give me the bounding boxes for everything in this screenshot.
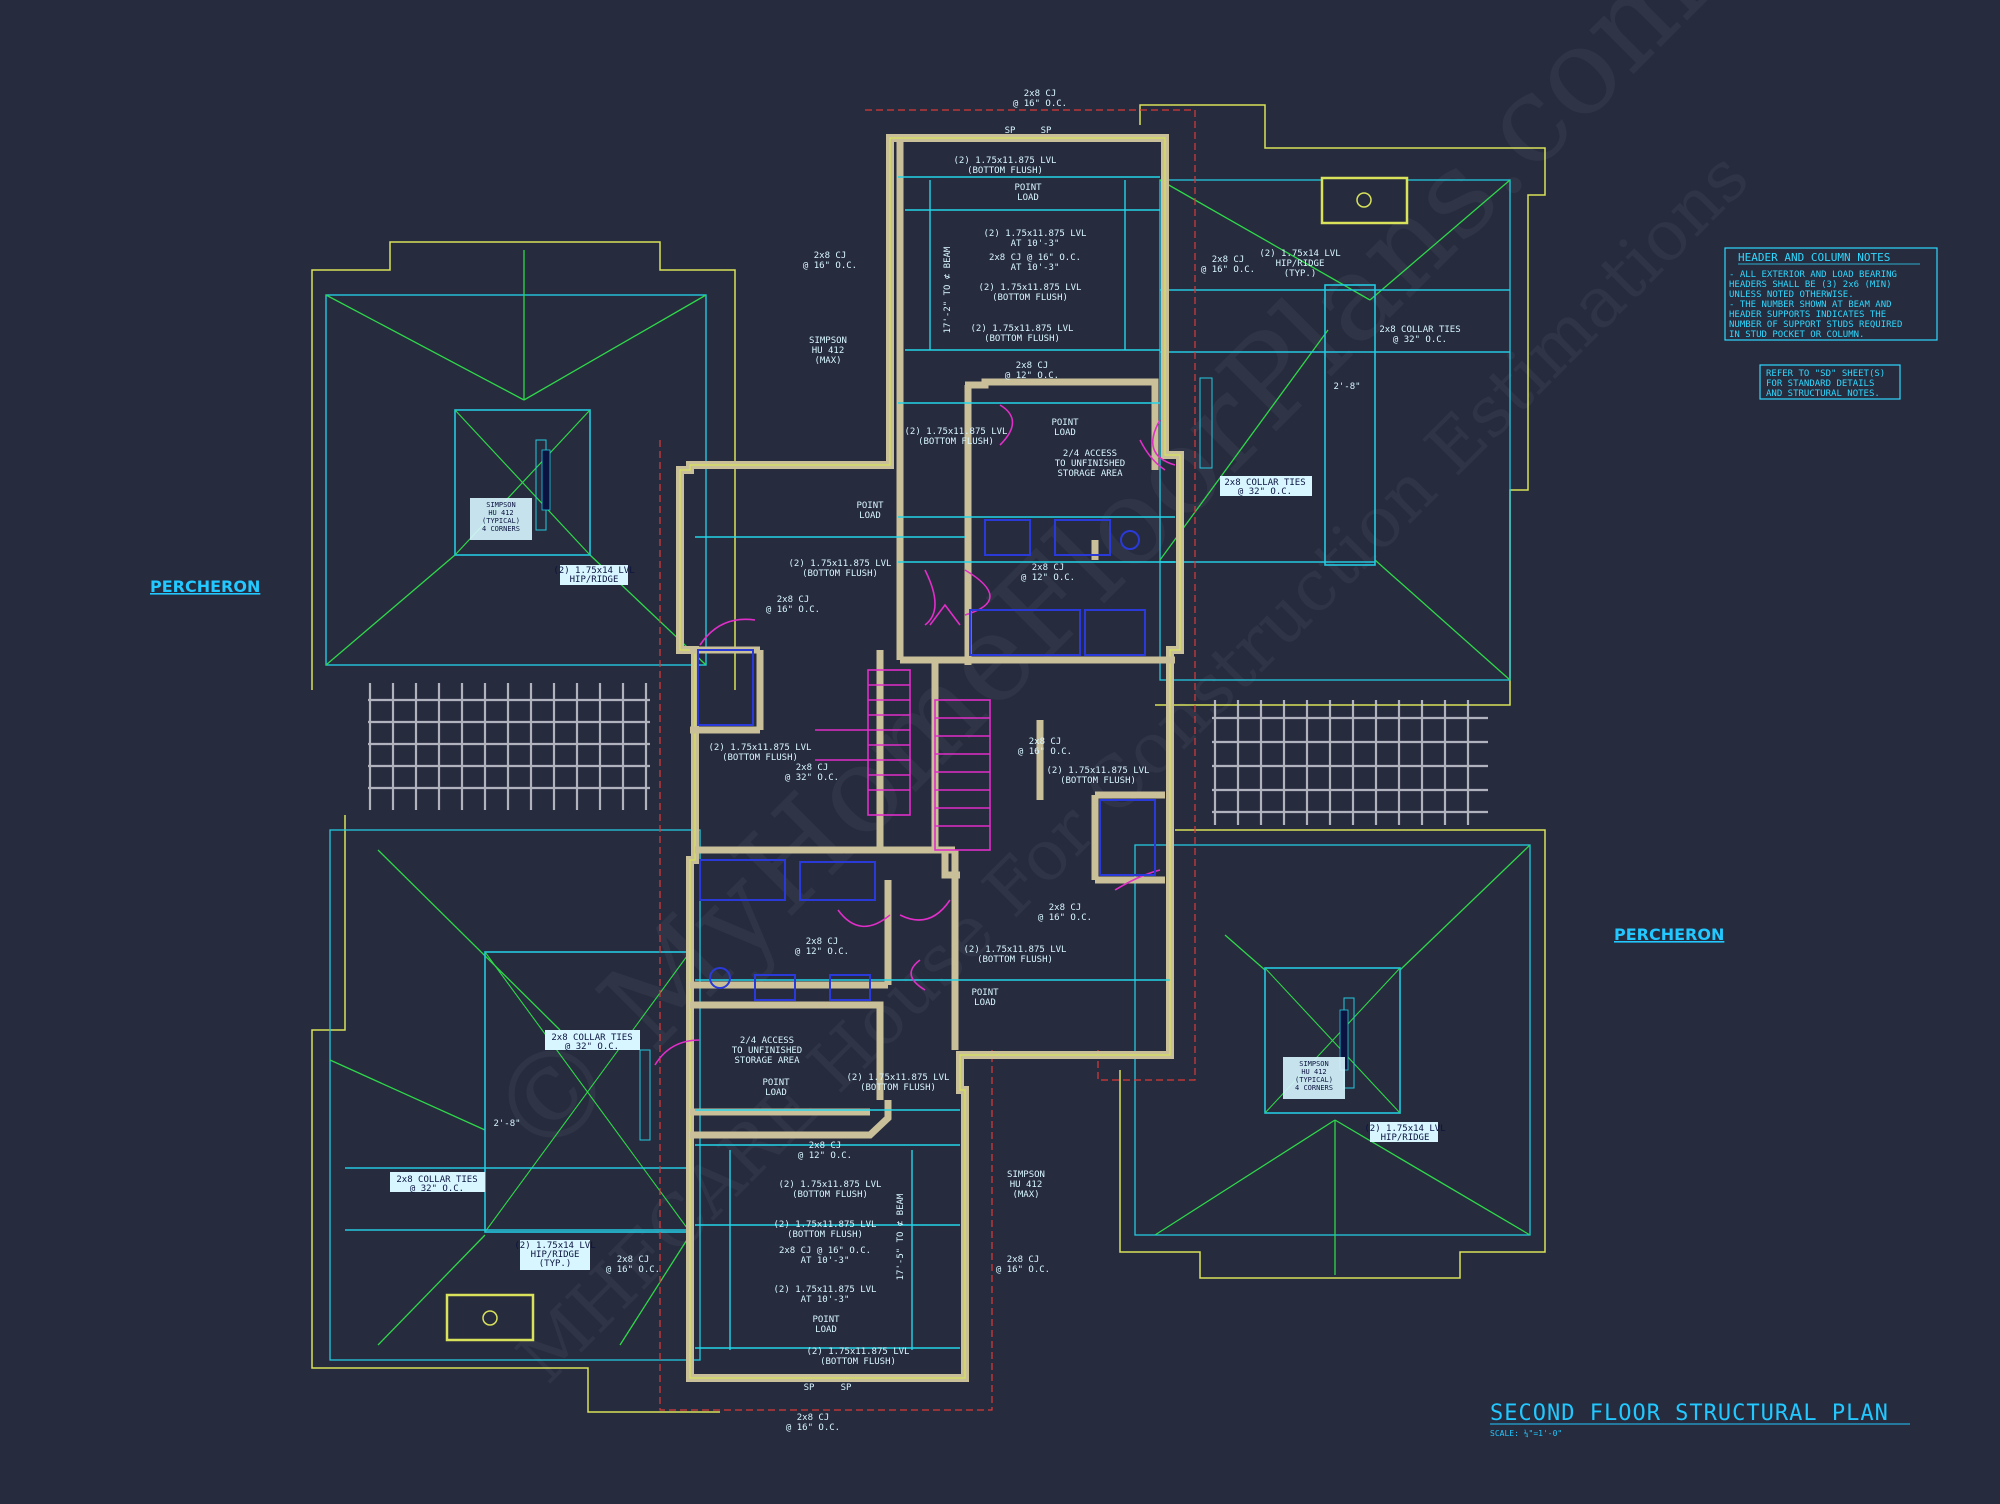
note-dim-top-right: 2'-8" xyxy=(1333,382,1360,392)
note-cj-top: 2x8 CJ@ 16" O.C. xyxy=(1013,89,1067,109)
note-lvl-bf-7: (2) 1.75x11.875 LVL(BOTTOM FLUSH) xyxy=(1047,766,1150,786)
dashed-outlines xyxy=(659,109,1196,1411)
note-cj-right-top: 2x8 CJ@ 16" O.C. xyxy=(1201,255,1255,275)
note-lvl-bf-5: (2) 1.75x11.875 LVL(BOTTOM FLUSH) xyxy=(789,559,892,579)
note-cj-left-top: 2x8 CJ@ 16" O.C. xyxy=(803,251,857,271)
watermark-line-1: © MyHomeFloorPlans.com xyxy=(463,0,1731,1188)
refer-notes: REFER TO "SD" SHEET(S) FOR STANDARD DETA… xyxy=(1759,364,1901,400)
building-walls xyxy=(654,134,1184,1382)
pergola-right xyxy=(1212,700,1488,825)
note-lvl-bf-12: (2) 1.75x11.875 LVL(BOTTOM FLUSH) xyxy=(807,1347,910,1367)
pergola-left xyxy=(368,683,650,810)
note-collar-top-right: 2x8 COLLAR TIES@ 32" O.C. xyxy=(1379,325,1460,345)
note-lvl-top: (2) 1.75x11.875 LVL(BOTTOM FLUSH) xyxy=(954,156,1057,176)
roof-left-lower xyxy=(311,815,720,1413)
roof-left-upper xyxy=(311,241,736,690)
note-lvl-bf-3: (2) 1.75x11.875 LVL(BOTTOM FLUSH) xyxy=(971,324,1074,344)
percheron-label-left: PERCHERON xyxy=(150,577,260,596)
note-cj-12-lower: 2x8 CJ@ 12" O.C. xyxy=(795,937,849,957)
note-cj-at-1: 2x8 CJ @ 16" O.C.AT 10'-3" xyxy=(989,253,1081,273)
note-beam-top: 17'-2" TO ⊄ BEAM xyxy=(943,246,953,333)
note-lvl-bf-11: (2) 1.75x11.875 LVL(BOTTOM FLUSH) xyxy=(774,1220,877,1240)
percheron-label-right: PERCHERON xyxy=(1614,925,1724,944)
note-lvl-bf-10: (2) 1.75x11.875 LVL(BOTTOM FLUSH) xyxy=(779,1180,882,1200)
note-cj-16-lower: 2x8 CJ@ 16" O.C. xyxy=(1038,903,1092,923)
note-lvl-bf-4: (2) 1.75x11.875 LVL(BOTTOM FLUSH) xyxy=(905,427,1008,447)
note-collar-boxed-right: 2x8 COLLAR TIES@ 32" O.C. xyxy=(1224,478,1305,497)
note-collar-lower-left: 2x8 COLLAR TIES@ 32" O.C. xyxy=(396,1175,477,1194)
roof-right-upper xyxy=(1139,104,1546,706)
note-lvl-bf-6: (2) 1.75x11.875 LVL(BOTTOM FLUSH) xyxy=(709,743,812,763)
note-cj-16-stair: 2x8 CJ@ 16" O.C. xyxy=(1018,737,1072,757)
note-cj-32-mid: 2x8 CJ@ 32" O.C. xyxy=(785,763,839,783)
note-cj-12-1: 2x8 CJ@ 12" O.C. xyxy=(1005,361,1059,381)
note-cj-at-2: 2x8 CJ @ 16" O.C.AT 10'-3" xyxy=(779,1246,871,1266)
header-column-notes: HEADER AND COLUMN NOTES - ALL EXTERIOR A… xyxy=(1724,247,1938,341)
plan-title: SECOND FLOOR STRUCTURAL PLAN SCALE: ¼"=1… xyxy=(1490,1401,1910,1438)
note-cj-right-bottom: 2x8 CJ@ 16" O.C. xyxy=(996,1255,1050,1275)
note-lvl-bf-9: (2) 1.75x11.875 LVL(BOTTOM FLUSH) xyxy=(847,1073,950,1093)
note-cj-bottom: 2x8 CJ@ 16" O.C. xyxy=(786,1413,840,1433)
roof-right-lower xyxy=(1119,829,1546,1279)
plan-title-text: SECOND FLOOR STRUCTURAL PLAN xyxy=(1490,1401,1889,1426)
note-lvl-bf-2: (2) 1.75x11.875 LVL(BOTTOM FLUSH) xyxy=(979,283,1082,303)
note-dim-left: 2'-8" xyxy=(493,1119,520,1129)
note-cj-12-2: 2x8 CJ@ 12" O.C. xyxy=(1021,563,1075,583)
refer-body: REFER TO "SD" SHEET(S) FOR STANDARD DETA… xyxy=(1766,369,1891,399)
notes-body: - ALL EXTERIOR AND LOAD BEARING HEADERS … xyxy=(1729,270,1908,340)
note-cj-12-bottom: 2x8 CJ@ 12" O.C. xyxy=(798,1141,852,1161)
note-cj-left-bottom: 2x8 CJ@ 16" O.C. xyxy=(606,1255,660,1275)
plan-scale: SCALE: ¼"=1'-0" xyxy=(1490,1429,1562,1438)
note-beam-bottom: 17'-5" TO ⊄ BEAM xyxy=(896,1193,906,1280)
notes-heading: HEADER AND COLUMN NOTES xyxy=(1738,251,1890,264)
note-collar-left: 2x8 COLLAR TIES@ 32" O.C. xyxy=(551,1033,632,1052)
note-cj-16-mid: 2x8 CJ@ 16" O.C. xyxy=(766,595,820,615)
note-lvl-bf-8: (2) 1.75x11.875 LVL(BOTTOM FLUSH) xyxy=(964,945,1067,965)
